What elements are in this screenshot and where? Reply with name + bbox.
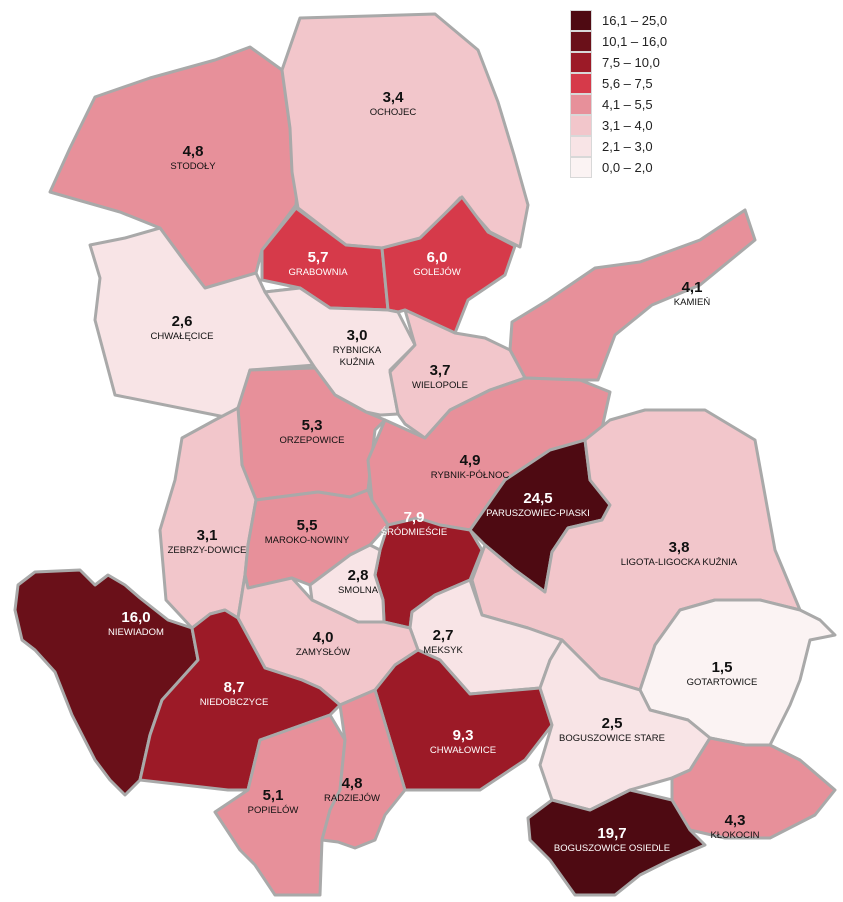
district-value-golejow: 6,0 <box>427 249 448 266</box>
legend-swatch <box>570 136 592 157</box>
district-value-chwalowice: 9,3 <box>453 727 474 744</box>
district-name-maroko-nowiny: MAROKO-NOWINY <box>265 535 350 546</box>
legend-swatch <box>570 73 592 94</box>
district-value-boguszowice-osiedle: 19,7 <box>597 825 626 842</box>
district-name-grabownia: GRABOWNIA <box>288 267 348 278</box>
district-name-kamien: KAMIEŃ <box>674 297 711 308</box>
district-name-golejow: GOLEJÓW <box>413 267 461 278</box>
legend-swatch <box>570 94 592 115</box>
district-name-srodmiescie: ŚRÓDMIEŚCIE <box>381 526 448 538</box>
legend-label: 0,0 – 2,0 <box>602 160 653 175</box>
legend-item: 0,0 – 2,0 <box>570 157 740 178</box>
legend-label: 2,1 – 3,0 <box>602 139 653 154</box>
legend-item: 3,1 – 4,0 <box>570 115 740 136</box>
district-name2-rybnicka-kuznia: KUŹNIA <box>340 357 376 368</box>
district-value-kamien: 4,1 <box>682 279 703 296</box>
district-ochojec <box>280 12 530 250</box>
district-name-smolna: SMOLNA <box>338 585 379 596</box>
district-kamien <box>508 208 757 382</box>
district-value-maroko-nowiny: 5,5 <box>297 517 318 534</box>
district-value-niedobczyce: 8,7 <box>224 679 245 696</box>
district-value-radziejow: 4,8 <box>342 775 363 792</box>
district-name-rybnik-polnoc: RYBNIK-PÓŁNOC <box>431 470 510 481</box>
district-value-zamyslow: 4,0 <box>313 629 334 646</box>
district-value-rybnik-polnoc: 4,9 <box>460 452 481 469</box>
legend-item: 7,5 – 10,0 <box>570 52 740 73</box>
legend-label: 3,1 – 4,0 <box>602 118 653 133</box>
district-name-boguszowice-osiedle: BOGUSZOWICE OSIEDLE <box>554 843 670 854</box>
district-klokocin <box>670 736 837 840</box>
district-value-wielopole: 3,7 <box>430 362 451 379</box>
district-value-rybnicka-kuznia: 3,0 <box>347 327 368 344</box>
legend-swatch <box>570 52 592 73</box>
district-radziejow <box>320 688 407 850</box>
district-value-gotartowice: 1,5 <box>712 659 733 676</box>
district-value-grabownia: 5,7 <box>308 249 329 266</box>
district-name-chwalecice: CHWAŁĘCICE <box>151 331 214 342</box>
district-name-wielopole: WIELOPOLE <box>412 380 468 391</box>
district-value-boguszowice-stare: 2,5 <box>602 715 623 732</box>
legend-item: 10,1 – 16,0 <box>570 31 740 52</box>
district-value-chwalecice: 2,6 <box>172 313 193 330</box>
district-name-niewiadom: NIEWIADOM <box>108 627 164 638</box>
district-value-zebrzydowice: 3,1 <box>197 527 218 544</box>
district-name-radziejow: RADZIEJÓW <box>324 793 380 804</box>
district-name-ochojec: OCHOJEC <box>370 107 417 118</box>
legend-label: 16,1 – 25,0 <box>602 13 668 28</box>
district-name-stodoly: STODOŁY <box>170 161 216 172</box>
legend-item: 2,1 – 3,0 <box>570 136 740 157</box>
district-name-zebrzydowice: ZEBRZY-DOWICE <box>168 545 247 556</box>
legend-swatch <box>570 31 592 52</box>
district-name-paruszowiec-piaski: PARUSZOWIEC-PIASKI <box>486 508 590 519</box>
legend: 16,1 – 25,0 10,1 – 16,0 7,5 – 10,0 5,6 –… <box>570 10 740 178</box>
district-name-rybnicka-kuznia: RYBNICKA <box>333 345 382 356</box>
legend-label: 5,6 – 7,5 <box>602 76 653 91</box>
district-value-srodmiescie: 7,9 <box>404 509 425 526</box>
district-value-popielow: 5,1 <box>263 787 284 804</box>
district-value-stodoly: 4,8 <box>183 143 204 160</box>
legend-item: 4,1 – 5,5 <box>570 94 740 115</box>
district-name-gotartowice: GOTARTOWICE <box>687 677 758 688</box>
district-value-ligota: 3,8 <box>669 539 690 556</box>
district-name-meksyk: MEKSYK <box>423 645 463 656</box>
legend-swatch <box>570 10 592 31</box>
district-name-ligota: LIGOTA-LIGOCKA KUŹNIA <box>621 557 738 568</box>
district-value-ochojec: 3,4 <box>383 89 405 106</box>
district-name-zamyslow: ZAMYSŁÓW <box>296 647 350 658</box>
district-labels: 4,8STODOŁY3,4OCHOJEC5,7GRABOWNIA6,0GOLEJ… <box>108 89 760 854</box>
district-name-klokocin: KŁOKOCIN <box>710 830 759 841</box>
district-value-niewiadom: 16,0 <box>121 609 150 626</box>
district-boguszowice-osiedle <box>526 788 707 897</box>
district-value-orzepowice: 5,3 <box>302 417 323 434</box>
legend-swatch <box>570 157 592 178</box>
legend-swatch <box>570 115 592 136</box>
legend-label: 10,1 – 16,0 <box>602 34 668 49</box>
district-name-popielow: POPIELÓW <box>248 805 299 816</box>
district-value-klokocin: 4,3 <box>725 812 746 829</box>
district-regions <box>13 12 837 897</box>
legend-label: 4,1 – 5,5 <box>602 97 653 112</box>
legend-label: 7,5 – 10,0 <box>602 55 660 70</box>
district-name-boguszowice-stare: BOGUSZOWICE STARE <box>559 733 665 744</box>
district-value-smolna: 2,8 <box>348 567 369 584</box>
legend-item: 5,6 – 7,5 <box>570 73 740 94</box>
district-name-orzepowice: ORZEPOWICE <box>280 435 345 446</box>
district-value-meksyk: 2,7 <box>433 627 454 644</box>
district-name-niedobczyce: NIEDOBCZYCE <box>200 697 269 708</box>
district-name-chwalowice: CHWAŁOWICE <box>430 745 496 756</box>
district-value-paruszowiec-piaski: 24,5 <box>523 490 552 507</box>
legend-item: 16,1 – 25,0 <box>570 10 740 31</box>
